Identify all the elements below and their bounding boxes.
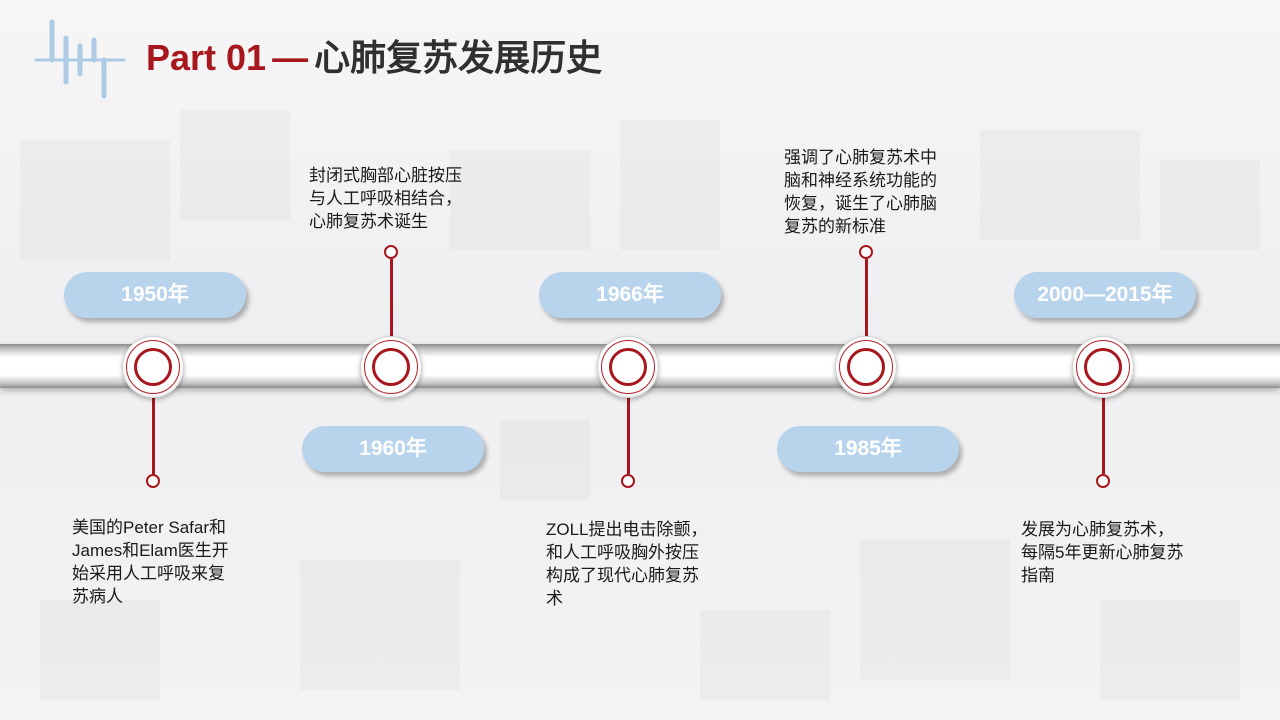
- event-description-1966: ZOLL提出电击除颤， 和人工呼吸胸外按压 构成了现代心肺复苏 术: [546, 520, 708, 608]
- year-badge-1966: 1966年: [539, 272, 721, 318]
- year-badge-1950: 1950年: [64, 272, 246, 318]
- timeline-dot: [621, 474, 635, 488]
- year-badge-1960: 1960年: [302, 426, 484, 472]
- title-dash: —: [272, 37, 309, 78]
- title-part-label: Part 01: [146, 37, 267, 78]
- heartbeat-logo-icon: [34, 19, 126, 99]
- event-description-1960: 封闭式胸部心脏按压 与人工呼吸相结合， 心肺复苏术诞生: [309, 166, 462, 231]
- timeline-node: [360, 336, 422, 398]
- page-title: Part 01—心肺复苏发展历史: [146, 34, 602, 82]
- timeline-node: [597, 336, 659, 398]
- event-description-2000-2015: 发展为心肺复苏术， 每隔5年更新心肺复苏 指南: [1021, 520, 1184, 585]
- timeline-connector: [390, 259, 393, 339]
- timeline-connector: [627, 390, 630, 474]
- timeline-dot: [384, 245, 398, 259]
- event-description-1985: 强调了心肺复苏术中 脑和神经系统功能的 恢复，诞生了心肺脑 复苏的新标准: [784, 148, 937, 236]
- event-description-1950: 美国的Peter Safar和 James和Elam医生开 始采用人工呼吸来复 …: [72, 518, 229, 606]
- timeline-node: [122, 336, 184, 398]
- timeline-node: [835, 336, 897, 398]
- timeline-connector: [152, 390, 155, 474]
- timeline-dot: [859, 245, 873, 259]
- title-subtitle: 心肺复苏发展历史: [314, 37, 603, 78]
- timeline-dot: [146, 474, 160, 488]
- timeline-connector: [865, 259, 868, 339]
- timeline-connector: [1102, 390, 1105, 474]
- year-badge-2000-2015: 2000—2015年: [1014, 272, 1196, 318]
- year-badge-1985: 1985年: [777, 426, 959, 472]
- timeline-node: [1072, 336, 1134, 398]
- timeline-dot: [1096, 474, 1110, 488]
